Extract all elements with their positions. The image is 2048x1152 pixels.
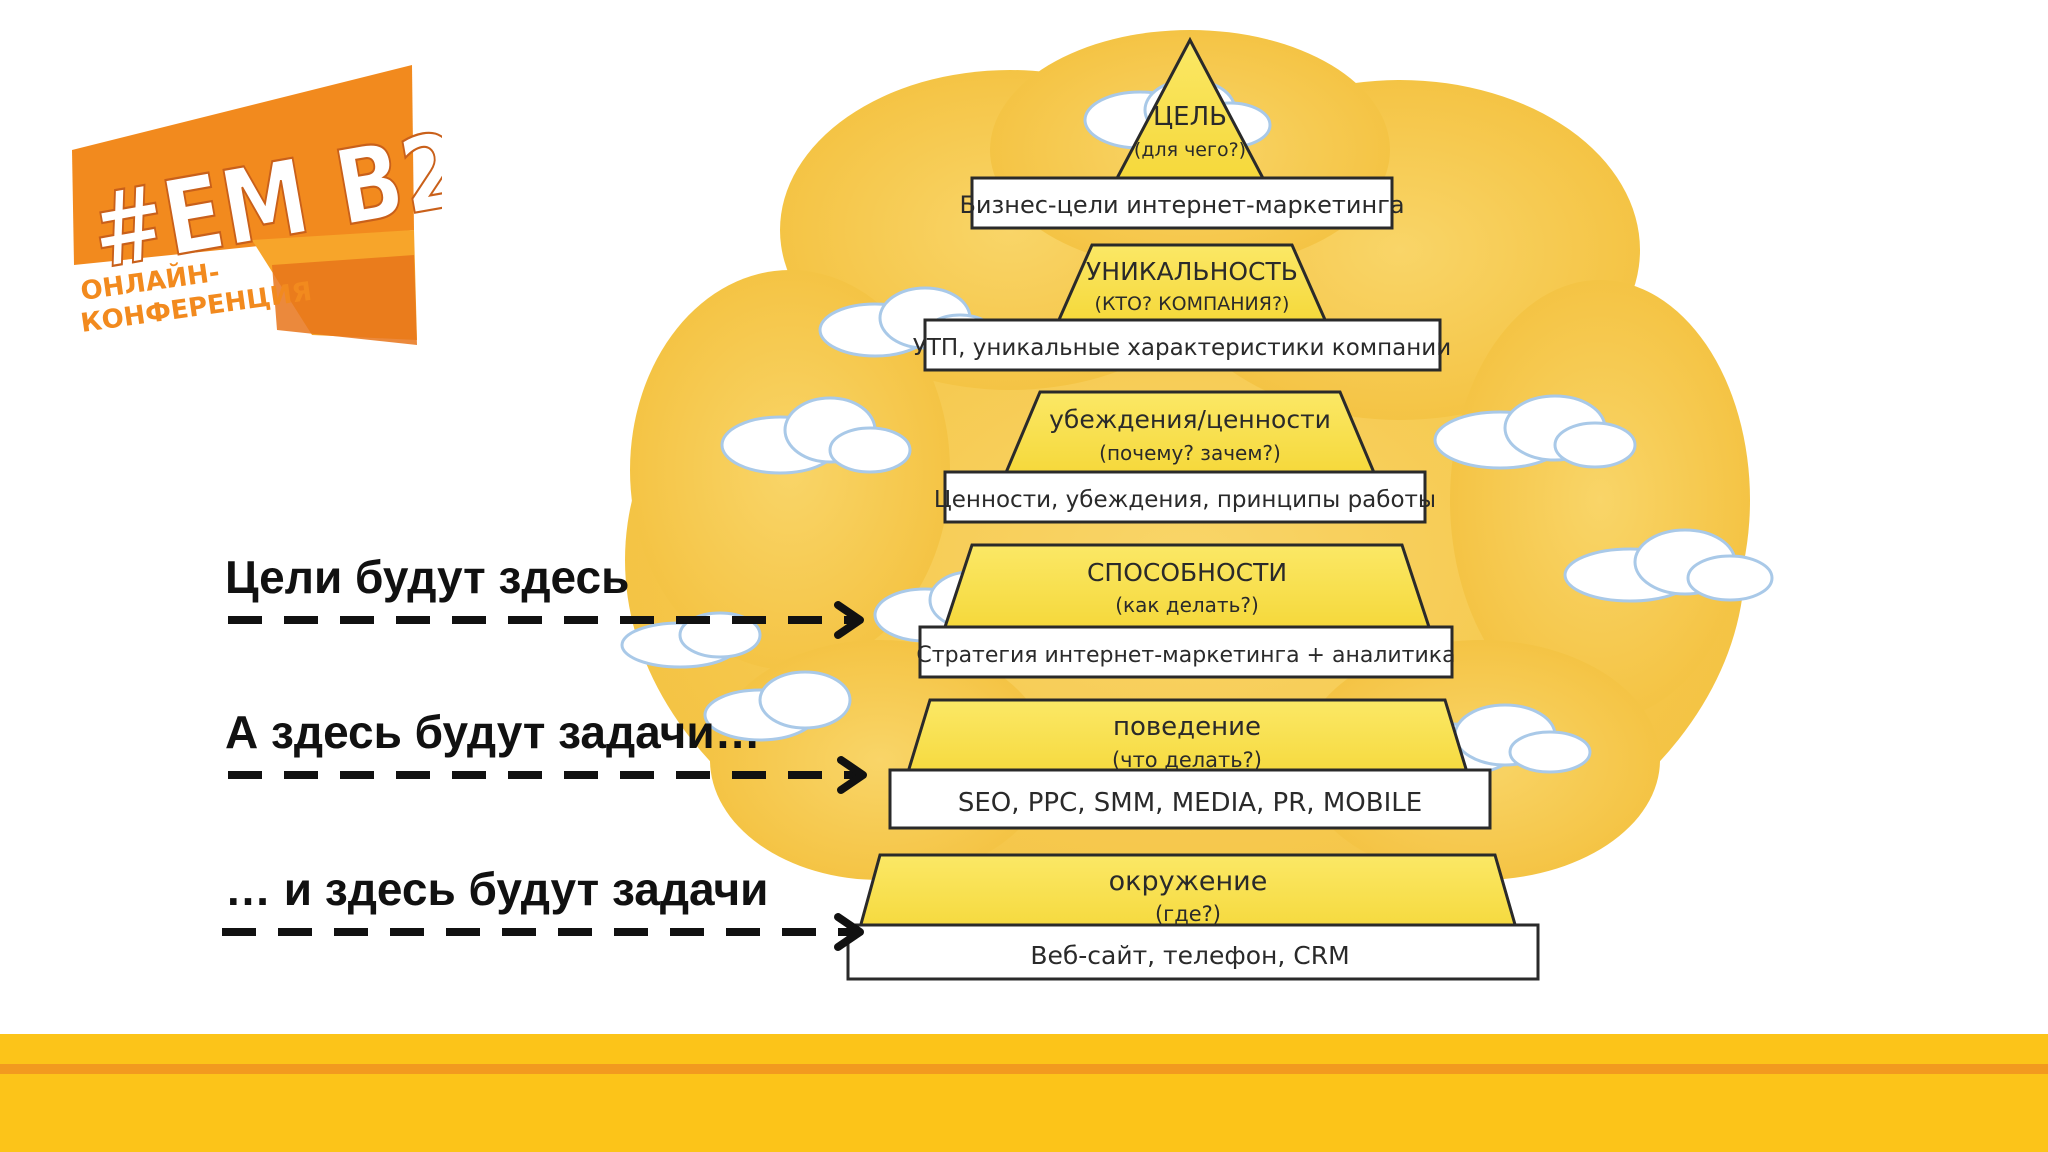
level-2-base-text: УТП, уникальные характеристики компании bbox=[913, 335, 1451, 361]
cloud bbox=[720, 396, 912, 475]
level-6-title: окружение bbox=[1109, 866, 1268, 897]
level-6-base-text: Веб-сайт, телефон, CRM bbox=[1030, 941, 1349, 970]
level-2-question: (КТО? КОМПАНИЯ?) bbox=[1095, 293, 1290, 315]
level-3-question: (почему? зачем?) bbox=[1099, 441, 1281, 465]
level-6-base bbox=[846, 923, 1540, 981]
level-5-base bbox=[888, 768, 1492, 830]
pyramid-level-2: УНИКАЛЬНОСТЬ (КТО? КОМПАНИЯ?) УТП, уника… bbox=[913, 243, 1451, 372]
label-tasks-2: … и здесь будут задачи bbox=[225, 863, 769, 915]
dashed-arrow-tasks-2 bbox=[222, 913, 864, 951]
level-4-question: (как делать?) bbox=[1115, 593, 1259, 617]
level-1-base-text: Бизнес-цели интернет-маркетинга bbox=[959, 191, 1404, 219]
pyramid-level-6: окружение (где?) Веб-сайт, телефон, CRM bbox=[846, 853, 1540, 981]
dashed-arrow-tasks-1 bbox=[228, 756, 867, 794]
level-2-title: УНИКАЛЬНОСТЬ bbox=[1086, 257, 1298, 286]
level-5-title: поведение bbox=[1113, 712, 1261, 742]
pyramid-level-1: ЦЕЛЬ (для чего?) Бизнес-цели интернет-ма… bbox=[959, 36, 1405, 230]
clouds bbox=[620, 78, 1774, 778]
pyramid-level-5: поведение (что делать?) SEO, PPC, SMM, M… bbox=[888, 698, 1492, 830]
cloud bbox=[1433, 394, 1637, 470]
footer-stripe-bottom bbox=[0, 1074, 2048, 1152]
footer-stripe-top bbox=[0, 1034, 2048, 1064]
level-1-base bbox=[970, 176, 1394, 230]
cloud bbox=[703, 670, 852, 742]
level-2-base bbox=[923, 318, 1442, 372]
level-6-question: (где?) bbox=[1155, 902, 1221, 926]
label-tasks-1: А здесь будут задачи… bbox=[225, 706, 761, 758]
pyramid-level-3: убеждения/ценности (почему? зачем?) Ценн… bbox=[934, 390, 1436, 524]
pyramid-level-4: СПОСОБНОСТИ (как делать?) Стратегия инте… bbox=[916, 543, 1456, 679]
level-5-question: (что делать?) bbox=[1112, 748, 1262, 772]
footer-stripe-middle bbox=[0, 1064, 2048, 1074]
cloud bbox=[1563, 528, 1774, 603]
level-3-base bbox=[943, 470, 1427, 524]
level-4-base bbox=[918, 625, 1454, 679]
level-3-base-text: Ценности, убеждения, принципы работы bbox=[934, 487, 1436, 513]
arrows bbox=[222, 601, 867, 951]
level-3-title: убеждения/ценности bbox=[1049, 405, 1331, 434]
label-goals: Цели будут здесь bbox=[225, 551, 630, 603]
em-b2b-logo: #EM B2B ОНЛАЙН- КОНФЕРЕНЦИЯ bbox=[67, 60, 442, 345]
level-4-title: СПОСОБНОСТИ bbox=[1087, 558, 1287, 587]
level-1-question: (для чего?) bbox=[1134, 139, 1246, 161]
level-5-base-text: SEO, PPC, SMM, MEDIA, PR, MOBILE bbox=[958, 788, 1422, 818]
level-4-base-text: Стратегия интернет-маркетинга + аналитик… bbox=[916, 643, 1455, 668]
dashed-arrow-goals bbox=[228, 601, 864, 639]
level-1-title: ЦЕЛЬ bbox=[1153, 102, 1227, 132]
